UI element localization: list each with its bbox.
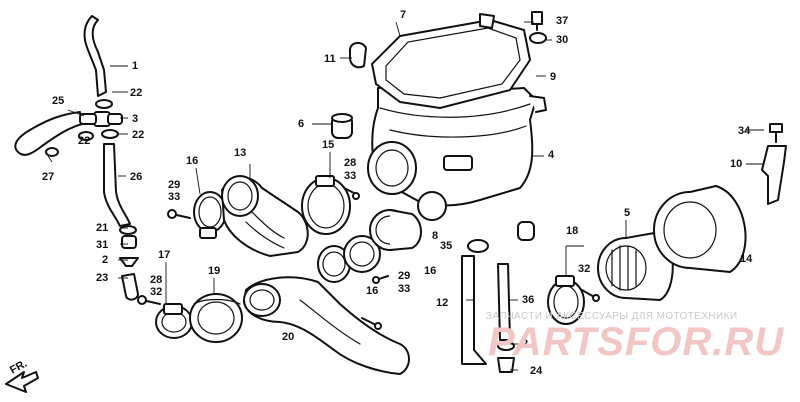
callout-16-bottom: 16 (366, 285, 379, 297)
grommet-small (517, 221, 535, 241)
air-cleaner-lid (371, 13, 531, 109)
callout-16-left: 16 (186, 155, 199, 167)
callout-19: 19 (208, 265, 221, 277)
callout-22-upper: 22 (130, 87, 143, 99)
callout-36: 36 (522, 294, 535, 306)
callout-35: 35 (440, 240, 453, 252)
bolt-left (167, 209, 191, 219)
callout-9: 9 (550, 71, 557, 83)
callout-15: 15 (322, 139, 335, 151)
callout-13: 13 (234, 147, 247, 159)
breather-hose-upper (83, 15, 107, 97)
drain-plug-24 (497, 357, 515, 373)
bolt-16 (372, 275, 389, 284)
callout-25: 25 (52, 95, 65, 107)
grommet-6 (331, 113, 353, 139)
callout-32-lower: 32 (150, 286, 163, 298)
callout-5: 5 (624, 207, 631, 219)
callout-33-mid: 33 (344, 170, 357, 182)
callout-8: 8 (432, 230, 439, 242)
watermark-caption: ЗАПЧАСТИ И АКСЕССУАРЫ ДЛЯ МОТОТЕХНИКИ (486, 311, 738, 322)
clip-11 (349, 42, 367, 69)
callout-23: 23 (96, 272, 109, 284)
clamp-35 (467, 239, 489, 253)
callout-34: 34 (738, 125, 751, 137)
bracket-10 (761, 145, 787, 205)
callout-18: 18 (566, 225, 579, 237)
callout-27: 27 (42, 171, 55, 183)
washer-30 (529, 32, 547, 44)
breather-hose-lower (103, 143, 131, 227)
callout-21: 21 (96, 222, 109, 234)
clamp-band-16 (317, 235, 381, 283)
bolt-20 (361, 317, 382, 330)
callout-29-left: 29 (168, 179, 181, 191)
clamp-band-18 (547, 275, 585, 325)
callout-29-right: 29 (398, 270, 411, 282)
callout-3: 3 (132, 113, 139, 125)
three-way-joint (79, 111, 123, 127)
drain-plug-parts (119, 225, 139, 301)
callout-22-left: 22 (78, 135, 91, 147)
callout-2-right: 2 (522, 338, 529, 350)
callout-24: 24 (530, 365, 543, 377)
callout-16-right: 16 (424, 265, 437, 277)
breather-hose-left (14, 111, 83, 156)
clip-rings-upper (45, 99, 119, 157)
bolt-33b (343, 187, 360, 200)
callout-20: 20 (282, 331, 295, 343)
connector-ring-19 (189, 293, 243, 343)
callout-28-mid: 28 (344, 157, 357, 169)
air-cleaner-case (367, 86, 547, 221)
clamp-band-15 (301, 175, 351, 235)
bolt-17 (137, 295, 161, 305)
inlet-duct (221, 175, 309, 257)
bolt-32 (581, 289, 600, 302)
callout-1: 1 (132, 60, 139, 72)
front-direction-arrow (5, 371, 39, 393)
callout-30: 30 (556, 34, 569, 46)
callout-31: 31 (96, 239, 109, 251)
callout-11: 11 (324, 53, 336, 65)
callout-2-left: 2 (102, 254, 109, 266)
callout-7: 7 (400, 9, 407, 21)
filter-sponge-14 (653, 185, 747, 273)
watermark-brand: PARTSFOR.RU (488, 320, 785, 364)
callout-37: 37 (556, 15, 569, 27)
callout-33-right: 33 (398, 283, 411, 295)
callout-4: 4 (548, 149, 555, 161)
callout-28-lower: 28 (150, 274, 163, 286)
callout-26: 26 (130, 171, 143, 183)
callout-32-right: 32 (578, 263, 591, 275)
clamp-band-17 (155, 303, 193, 339)
callout-14: 14 (740, 253, 753, 265)
rubber-sleeve-8 (369, 209, 422, 251)
screw-37 (531, 11, 543, 31)
callout-33-left: 33 (168, 191, 181, 203)
drain-tube-12 (461, 255, 487, 365)
callout-22-right: 22 (132, 129, 145, 141)
callout-6: 6 (298, 118, 305, 130)
bolt-34 (769, 123, 783, 143)
callout-17: 17 (158, 249, 171, 261)
leader-lines (47, 21, 764, 371)
callout-10: 10 (730, 158, 743, 170)
callout-12: 12 (436, 297, 449, 309)
intake-tube-20 (243, 276, 410, 375)
